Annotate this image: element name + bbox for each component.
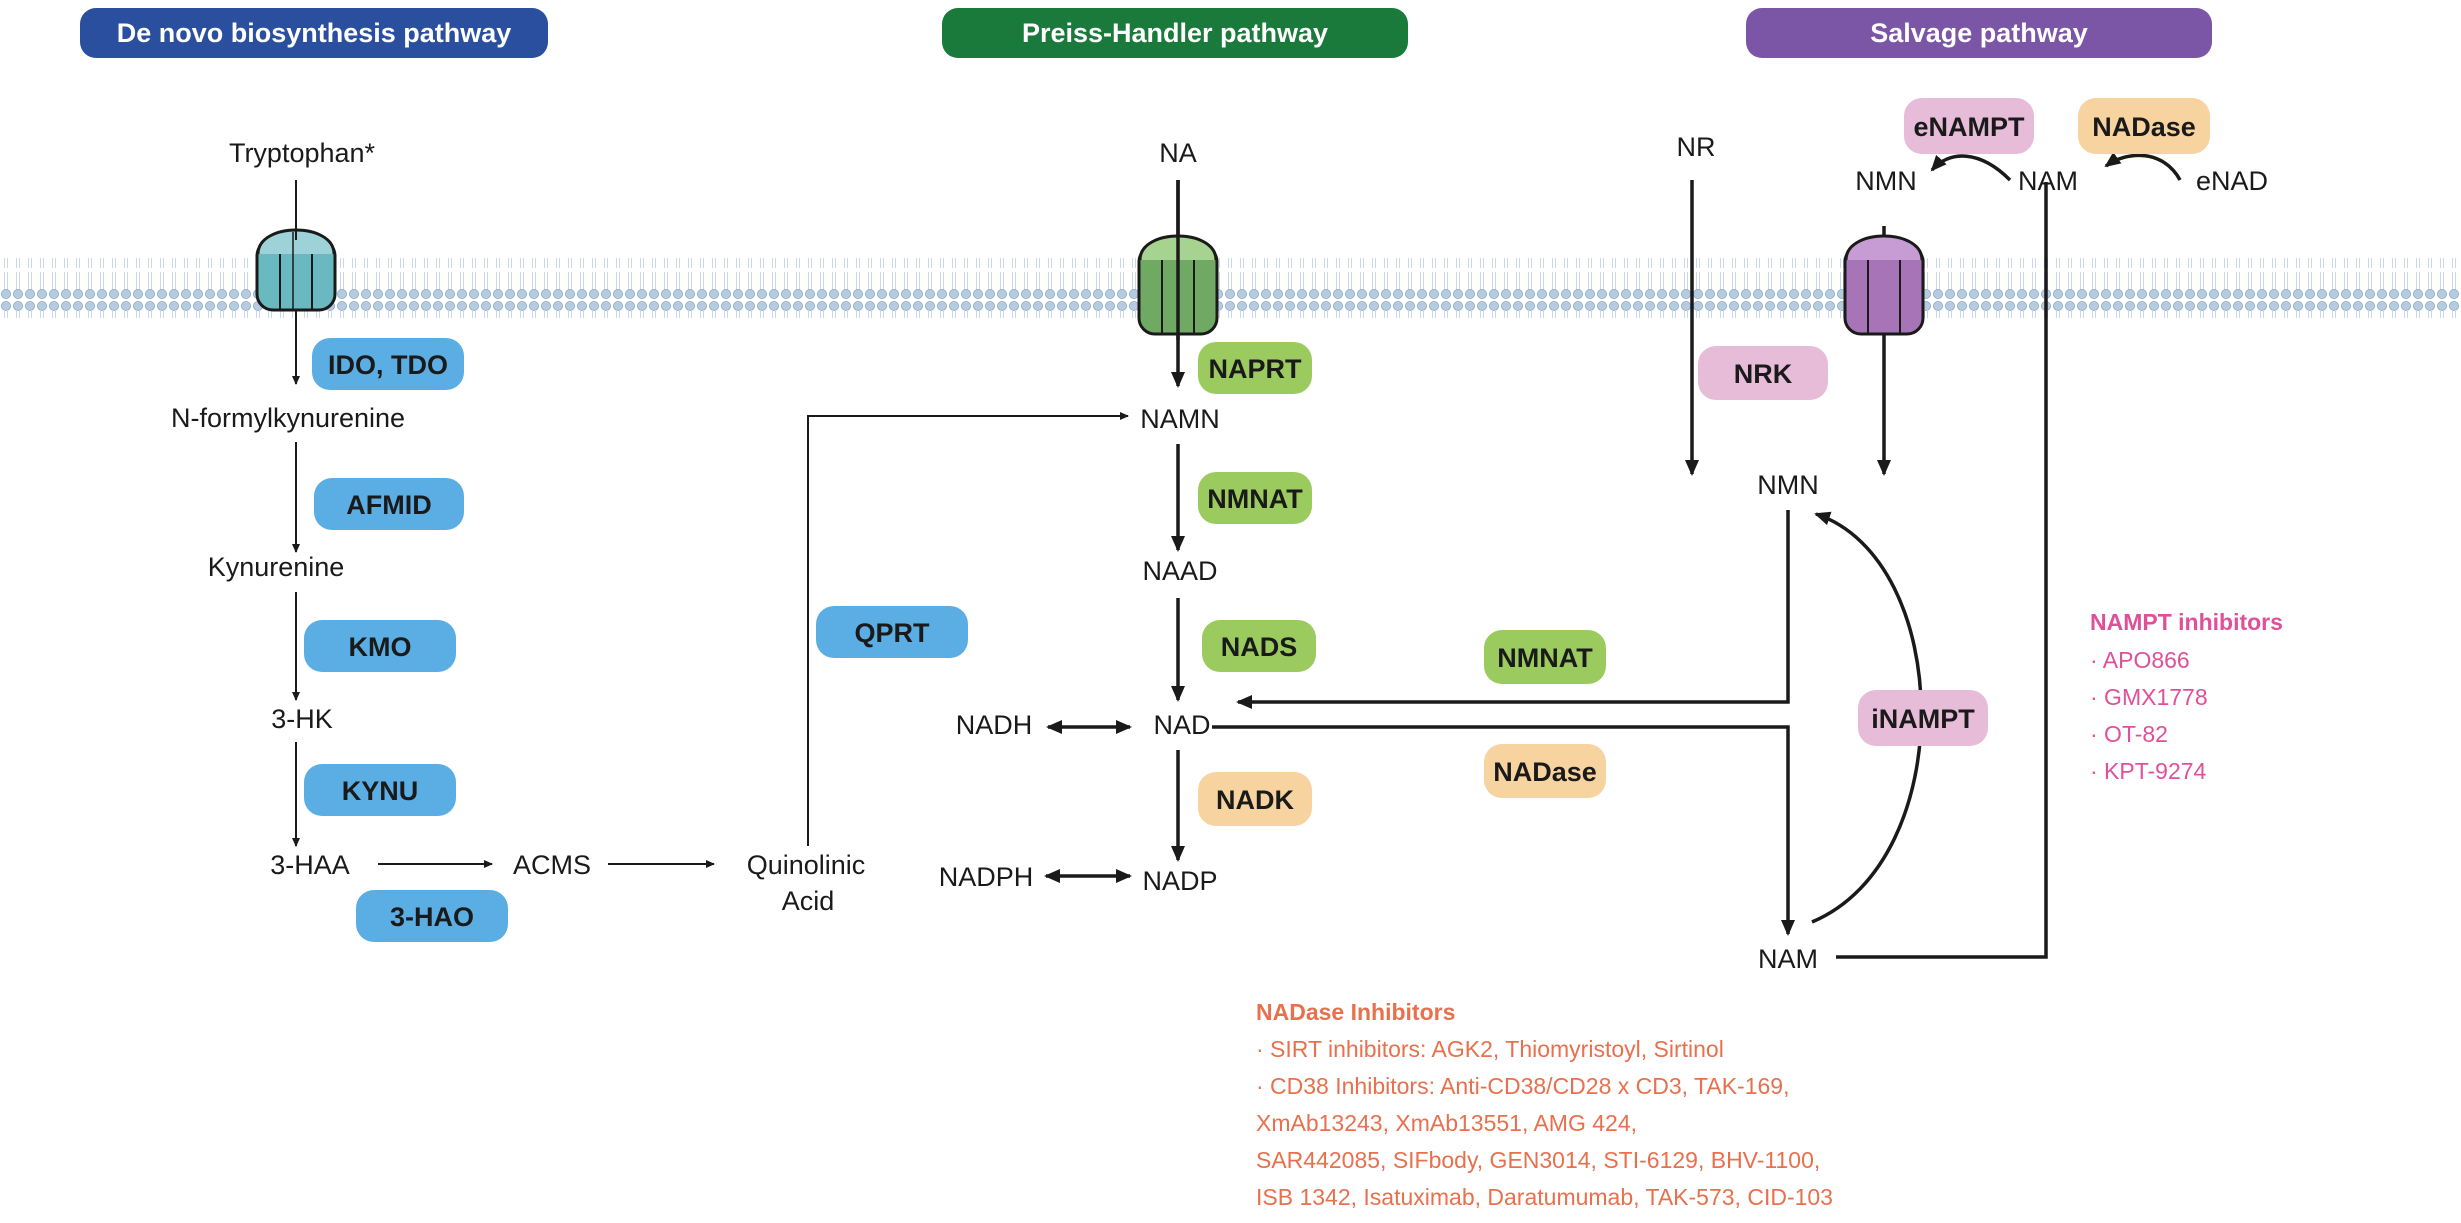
metabolite-namn: NAMN <box>1140 404 1220 434</box>
enzyme-afmid: AFMID <box>314 478 464 530</box>
enzyme-nmnat-salvage: NMNAT <box>1484 630 1606 684</box>
enzyme-3-hao-label: 3-HAO <box>390 902 474 932</box>
enzyme-nrk-label: NRK <box>1734 359 1793 389</box>
enzyme-nmnat-preiss: NMNAT <box>1198 472 1312 524</box>
metabolite-3-hk: 3-HK <box>271 704 333 734</box>
metabolite-nmn-intracellular: NMN <box>1757 470 1819 500</box>
metabolite-quinolinic: Quinolinic <box>747 850 866 880</box>
enzyme-nmnat-preiss-label: NMNAT <box>1207 484 1303 514</box>
nampt-inhibitor-item: · OT-82 <box>2090 721 2168 747</box>
header-denovo-label: De novo biosynthesis pathway <box>117 18 512 48</box>
metabolite-n-formylkynurenine: N-formylkynurenine <box>171 403 405 433</box>
metabolite-acid: Acid <box>782 886 835 916</box>
enzyme-nads-label: NADS <box>1221 632 1298 662</box>
nadase-inhibitors-title: NADase Inhibitors <box>1256 999 1455 1025</box>
metabolite-nadp: NADP <box>1142 866 1217 896</box>
enzyme-ido-tdo-label: IDO, TDO <box>328 350 448 380</box>
nadase-inhibitors-list: NADase Inhibitors · SIRT inhibitors: AGK… <box>1256 999 1833 1210</box>
enzyme-nrk: NRK <box>1698 346 1828 400</box>
enzyme-enampt: eNAMPT <box>1904 98 2034 154</box>
enzyme-nadase-mid-label: NADase <box>1493 757 1597 787</box>
metabolite-nmn-extracellular: NMN <box>1855 166 1917 196</box>
membrane-transporter-icon <box>1843 234 1925 336</box>
metabolite-kynurenine: Kynurenine <box>208 552 345 582</box>
metabolite-3-haa: 3-HAA <box>270 850 350 880</box>
enzyme-inampt: iNAMPT <box>1858 690 1988 746</box>
header-denovo: De novo biosynthesis pathway <box>80 8 548 58</box>
enzyme-nmnat-salvage-label: NMNAT <box>1497 643 1593 673</box>
enzyme-qprt-label: QPRT <box>854 618 930 648</box>
metabolite-tryptophan: Tryptophan* <box>229 138 376 168</box>
enzyme-nadase-top-label: NADase <box>2092 112 2196 142</box>
enzyme-kmo: KMO <box>304 620 456 672</box>
cell-membrane <box>0 258 2461 318</box>
membrane-transporter-icon <box>255 228 337 312</box>
nadase-inhibitor-line: · CD38 Inhibitors: Anti-CD38/CD28 x CD3,… <box>1256 1073 1789 1099</box>
enzyme-naprt: NAPRT <box>1198 342 1312 394</box>
enzyme-nadk-label: NADK <box>1216 785 1294 815</box>
enzyme-kynu: KYNU <box>304 764 456 816</box>
metabolite-naad: NAAD <box>1142 556 1217 586</box>
metabolite-nadph: NADPH <box>939 862 1034 892</box>
enzyme-enampt-label: eNAMPT <box>1913 112 2025 142</box>
nampt-inhibitors-list: NAMPT inhibitors · APO866 · GMX1778 · OT… <box>2090 609 2283 784</box>
enzyme-3-hao: 3-HAO <box>356 890 508 942</box>
metabolite-acms: ACMS <box>513 850 591 880</box>
nampt-inhibitors-title: NAMPT inhibitors <box>2090 609 2283 635</box>
salvage-arrows <box>1212 152 2182 959</box>
header-salvage: Salvage pathway <box>1746 8 2212 58</box>
metabolite-na: NA <box>1159 138 1197 168</box>
enzyme-inampt-label: iNAMPT <box>1871 704 1975 734</box>
enzyme-nads: NADS <box>1202 620 1316 672</box>
enzyme-kmo-label: KMO <box>349 632 412 662</box>
nampt-inhibitor-item: · GMX1778 <box>2090 684 2208 710</box>
header-salvage-label: Salvage pathway <box>1870 18 2088 48</box>
metabolite-nad: NAD <box>1153 710 1210 740</box>
enzyme-ido-tdo: IDO, TDO <box>312 338 464 390</box>
enzyme-afmid-label: AFMID <box>346 490 431 520</box>
enzyme-naprt-label: NAPRT <box>1209 354 1303 384</box>
nadase-inhibitor-line: XmAb13243, XmAb13551, AMG 424, <box>1256 1110 1637 1136</box>
enzyme-nadase-mid: NADase <box>1484 744 1606 798</box>
enzyme-kynu-label: KYNU <box>342 776 419 806</box>
metabolite-nam-extracellular: NAM <box>2018 166 2078 196</box>
enzyme-qprt: QPRT <box>816 606 968 658</box>
metabolite-nadh: NADH <box>956 710 1033 740</box>
header-preiss: Preiss-Handler pathway <box>942 8 1408 58</box>
nampt-inhibitor-item: · APO866 <box>2090 647 2190 673</box>
metabolite-nam-intracellular: NAM <box>1758 944 1818 974</box>
nadase-inhibitor-line: · SIRT inhibitors: AGK2, Thiomyristoyl, … <box>1256 1036 1724 1062</box>
enzyme-nadase-top: NADase <box>2078 98 2210 154</box>
metabolite-enad: eNAD <box>2196 166 2268 196</box>
nampt-inhibitor-item: · KPT-9274 <box>2090 758 2207 784</box>
enzyme-nadk: NADK <box>1198 772 1312 826</box>
metabolite-labels: Tryptophan* N-formylkynurenine Kynurenin… <box>171 132 2268 974</box>
header-preiss-label: Preiss-Handler pathway <box>1022 18 1328 48</box>
metabolite-nr: NR <box>1677 132 1716 162</box>
nadase-inhibitor-line: SAR442085, SIFbody, GEN3014, STI-6129, B… <box>1256 1147 1820 1173</box>
nadase-inhibitor-line: ISB 1342, Isatuximab, Daratumumab, TAK-5… <box>1256 1184 1833 1210</box>
